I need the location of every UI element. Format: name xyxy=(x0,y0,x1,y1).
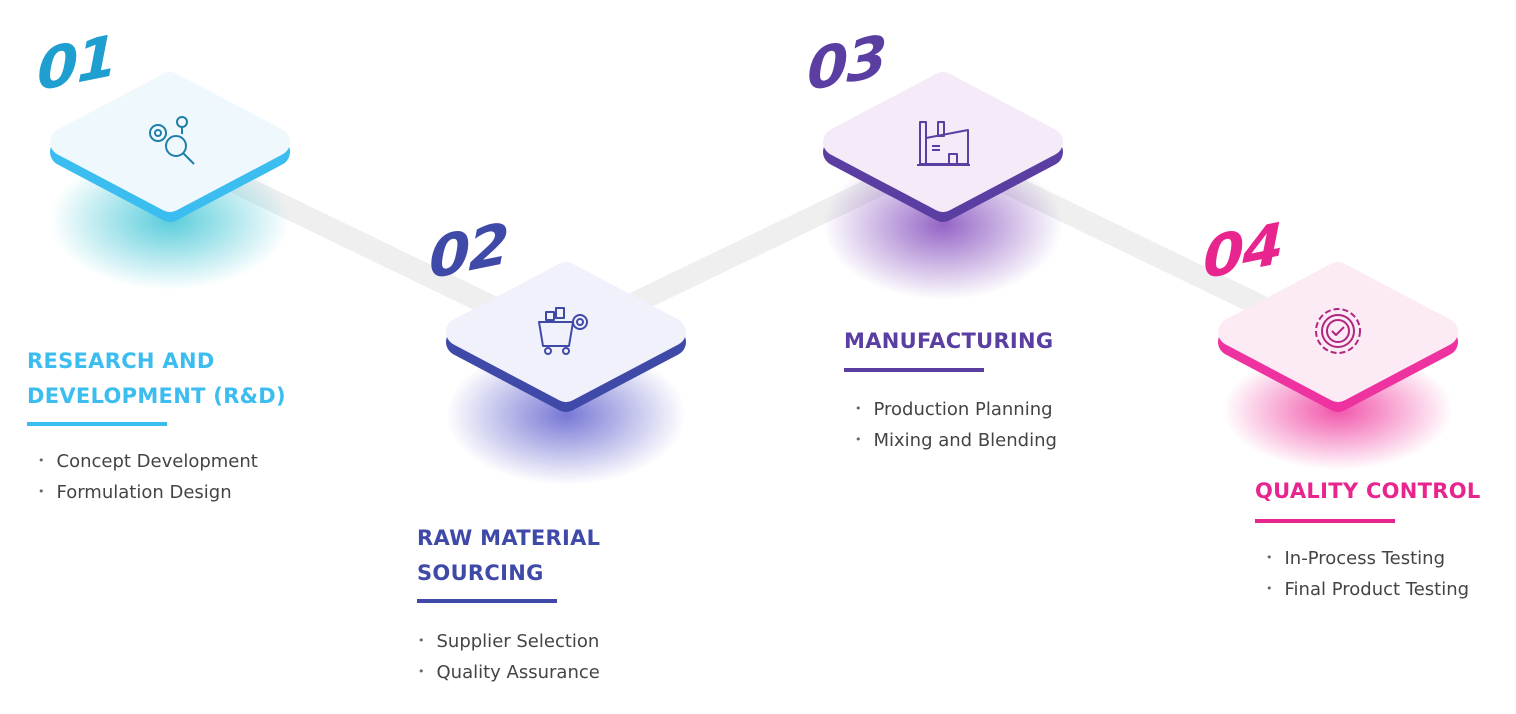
title-line: DEVELOPMENT (R&D) xyxy=(27,384,286,408)
step-tile-3 xyxy=(823,72,1063,222)
list-item: Concept Development xyxy=(38,446,258,477)
list-item: Production Planning xyxy=(855,394,1057,425)
quality-gear-check-icon xyxy=(1315,308,1361,354)
list-item: Formulation Design xyxy=(38,477,258,508)
step-number-3: 03 xyxy=(807,21,886,105)
list-item: Final Product Testing xyxy=(1266,574,1470,605)
title-line: RESEARCH AND xyxy=(27,349,215,373)
list-item: In-Process Testing xyxy=(1266,543,1469,574)
step-items-1: Concept Development Formulation Design xyxy=(38,446,258,508)
step-number-2: 02 xyxy=(429,209,508,293)
step-number-4: 04 xyxy=(1203,209,1282,293)
step-items-4: In-Process Testing Final Product Testing xyxy=(1266,543,1470,605)
step-title-1: RESEARCH AND DEVELOPMENT (R&D) xyxy=(27,344,286,414)
material-cart-icon xyxy=(538,307,588,355)
step-items-2: Supplier Selection Quality Assurance xyxy=(418,626,600,688)
step-number-1: 01 xyxy=(37,21,116,105)
title-line: QUALITY CONTROL xyxy=(1255,479,1481,503)
step-tile-2 xyxy=(446,262,686,412)
title-line: RAW MATERIAL xyxy=(417,526,601,550)
list-item: Supplier Selection xyxy=(418,626,600,657)
connector-lines xyxy=(219,169,1301,331)
step-tile-1 xyxy=(50,72,290,222)
factory-icon xyxy=(917,121,970,166)
title-line: SOURCING xyxy=(417,561,544,585)
step-title-3: MANUFACTURING xyxy=(844,324,1053,359)
title-underline-4 xyxy=(1255,519,1395,523)
step-items-3: Production Planning Mixing and Blending xyxy=(855,394,1057,456)
title-underline-3 xyxy=(844,368,984,372)
step-title-4: QUALITY CONTROL xyxy=(1255,474,1481,509)
title-underline-1 xyxy=(27,422,167,426)
list-item: Mixing and Blending xyxy=(855,425,1057,456)
research-gear-magnifier-icon xyxy=(149,116,195,165)
step-tile-4 xyxy=(1218,262,1458,412)
title-underline-2 xyxy=(417,599,557,603)
title-line: MANUFACTURING xyxy=(844,329,1054,353)
list-item: Quality Assurance xyxy=(418,657,600,688)
step-title-2: RAW MATERIAL SOURCING xyxy=(417,521,600,591)
